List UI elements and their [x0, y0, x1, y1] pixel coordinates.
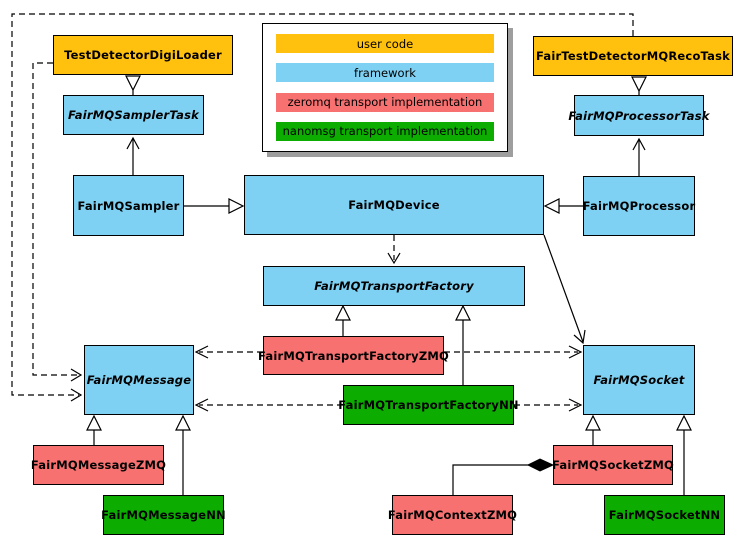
edge-tfnn-socket: [514, 398, 583, 412]
node-fairmqsocketnn: FairMQSocketNN: [604, 495, 725, 535]
node-fairmqprocessortask: FairMQProcessorTask: [568, 95, 709, 136]
edge-device-socket: [543, 234, 586, 345]
node-fairmqprocessor: FairMQProcessor: [583, 176, 695, 236]
legend-item-zeromq: zeromq transport implementation: [276, 92, 494, 112]
edge-processor-processortask: [632, 137, 646, 176]
node-fairmqmessage: FairMQMessage: [84, 345, 194, 415]
edge-tfzmq-socket: [444, 345, 583, 359]
edge-digiloader-samplertask: [125, 75, 141, 95]
node-fairmqcontextzmq: FairMQContextZMQ: [388, 495, 517, 535]
node-fairmqsamplertask: FairMQSamplerTask: [63, 95, 204, 135]
edge-tfnn-message: [194, 398, 343, 412]
edge-tfnn-transportfactory: [455, 304, 471, 385]
node-fairtestdetectormqrecotask: FairTestDetectorMQRecoTask: [533, 36, 733, 76]
edge-sockzmq-socket: [585, 414, 601, 445]
edge-tfzmq-message: [194, 345, 263, 359]
node-fairmqtransportfactory: FairMQTransportFactory: [263, 266, 525, 306]
legend-item-nanomsg: nanomsg transport implementation: [276, 121, 494, 141]
node-fairmqdevice: FairMQDevice: [244, 175, 544, 235]
edge-processor-device: [543, 198, 583, 214]
edge-device-transportfactory: [387, 235, 401, 265]
legend-item-user-code: user code: [276, 34, 494, 54]
node-fairmqsampler: FairMQSampler: [73, 175, 184, 236]
edge-recotask-processortask: [631, 76, 647, 95]
legend: user code framework zeromq transport imp…: [262, 23, 508, 152]
node-fairmqtransportfactorynn: FairMQTransportFactoryNN: [338, 385, 519, 425]
node-fairmqtransportfactoryzmq: FairMQTransportFactoryZMQ: [258, 336, 449, 375]
node-fairmqsocketzmq: FairMQSocketZMQ: [552, 445, 674, 485]
edge-msgzmq-message: [86, 414, 102, 445]
node-fairmqmessagezmq: FairMQMessageZMQ: [31, 445, 166, 485]
edge-recotask-message: [11, 13, 634, 402]
legend-item-framework: framework: [276, 63, 494, 83]
node-testdetectordigiloader: TestDetectorDigiLoader: [53, 35, 233, 75]
edge-sampler-samplertask: [126, 136, 140, 175]
edge-socknn-socket: [676, 414, 692, 495]
edge-msgnn-message: [175, 414, 191, 495]
node-fairmqmessagenn: FairMQMessageNN: [101, 495, 226, 535]
edge-tfzmq-transportfactory: [335, 304, 351, 336]
node-fairmqsocket: FairMQSocket: [583, 345, 695, 415]
edge-sampler-device: [184, 198, 245, 214]
edge-digiloader-message: [32, 62, 83, 382]
edge-contextzmq-socketzmq: [452, 458, 555, 495]
